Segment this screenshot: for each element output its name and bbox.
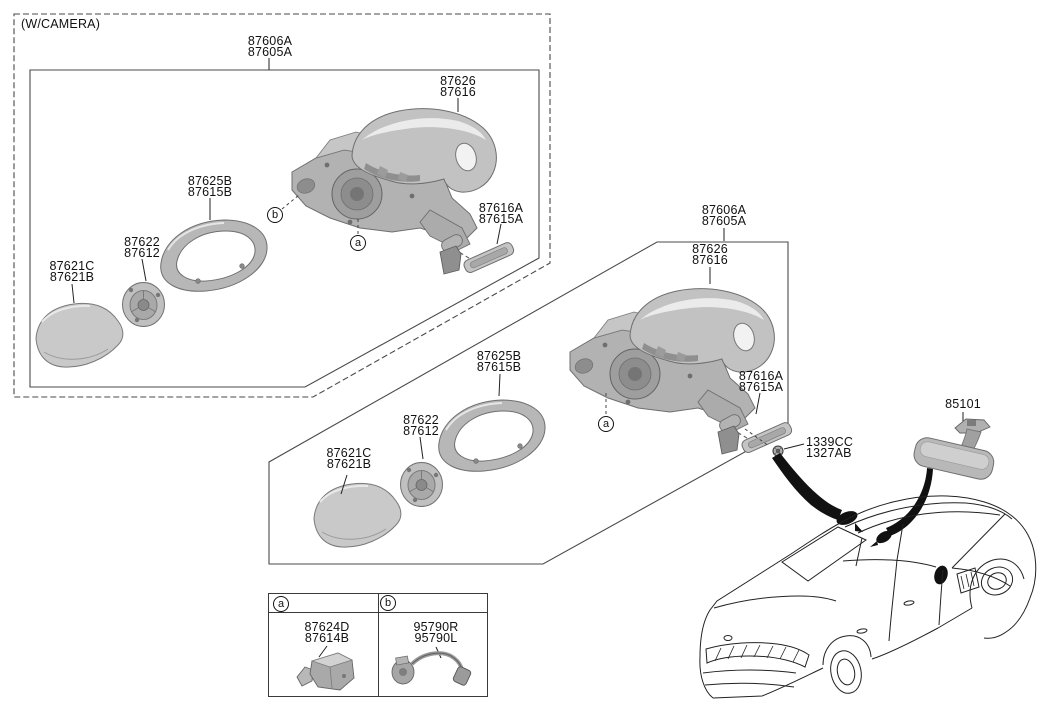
vehicle-drawing (699, 495, 1037, 699)
camera-mirror-parts (35, 107, 517, 369)
front-door-handle (903, 600, 915, 606)
legend-header-divider (268, 612, 488, 613)
callout-a-camera: a (350, 235, 366, 251)
legend-header-a: a (273, 596, 289, 612)
standard-housing-label: 87625B 87615B (476, 349, 522, 374)
label-leader-lines (71, 58, 964, 659)
inside-mirror-label: 85101 (945, 397, 981, 411)
legend-a-part-label: 87624D 87614B (304, 620, 350, 645)
standard-glass-label: 87621C 87621B (326, 446, 372, 471)
standard-mirror-assy-label: 87606A 87605A (701, 203, 747, 228)
standard-lamp-label: 87616A 87615A (738, 369, 784, 394)
legend-b-part-label: 95790R 95790L (413, 620, 459, 645)
standard-assembly-box (268, 241, 789, 565)
marker-right-mirror (934, 565, 948, 585)
front-wheel (980, 566, 1014, 596)
wcamera-note: (W/CAMERA) (21, 17, 101, 31)
callout-a-standard: a (598, 416, 614, 432)
camera-cover-label: 87626 87616 (440, 74, 476, 99)
legend-actuator-motor-drawing (296, 652, 355, 691)
fender-vent (956, 567, 980, 594)
callout-dashed-leaders (281, 194, 770, 447)
legend-camera-cable-drawing (391, 651, 472, 686)
callout-b-camera: b (267, 207, 283, 223)
camera-assembly-box (29, 69, 540, 388)
wcamera-dashed-box (13, 13, 551, 398)
taillight-band (705, 642, 810, 668)
legend-column-divider (378, 593, 379, 697)
standard-mirror-parts (313, 287, 795, 549)
vehicle-silhouette (699, 495, 1037, 699)
camera-actuator-label: 87622 87612 (124, 235, 160, 260)
camera-lamp-label: 87616A 87615A (478, 201, 524, 226)
camera-housing-label: 87625B 87615B (187, 174, 233, 199)
marker-windshield (876, 530, 892, 544)
standard-actuator-label: 87622 87612 (403, 413, 439, 438)
rear-door-handle (856, 628, 868, 634)
legend-header-b: b (380, 595, 396, 611)
fastener-label: 1339CC 1327AB (806, 435, 854, 460)
camera-mirror-assy-label: 87606A 87605A (247, 34, 293, 59)
rear-wheel (830, 650, 862, 694)
inside-mirror-drawing (913, 418, 995, 480)
pointer-band-door-mirror (772, 453, 842, 520)
marker-left-mirror (836, 511, 858, 525)
pointer-band-inside-mirror (886, 468, 933, 536)
pointer-bands (772, 453, 948, 585)
standard-cover-label: 87626 87616 (692, 242, 728, 267)
camera-glass-label: 87621C 87621B (49, 259, 95, 284)
